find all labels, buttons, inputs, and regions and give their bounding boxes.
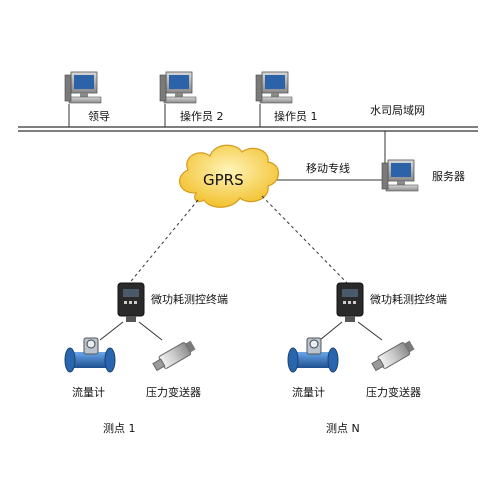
client-label-operator2: 操作员 2 [180, 110, 224, 123]
pc-operator1-icon [255, 71, 293, 104]
transmitter-label-n: 压力变送器 [366, 386, 421, 399]
terminal-device-n [336, 282, 364, 322]
flowmeter-label-n: 流量计 [292, 386, 325, 399]
flowmeter-icon-1 [64, 337, 116, 373]
site-label-n: 测点 N [326, 422, 360, 435]
gprs-cloud [179, 144, 280, 208]
server-icon [381, 159, 419, 192]
transmitter-label-1: 压力变送器 [146, 386, 201, 399]
link-label: 移动专线 [306, 162, 350, 175]
pc-operator2-icon [159, 71, 197, 104]
lan-bus [18, 126, 478, 132]
wireless-links [126, 195, 351, 287]
client-label-operator1: 操作员 1 [274, 110, 318, 123]
lan-label: 水司局域网 [370, 104, 425, 117]
gprs-label: GPRS [203, 171, 244, 189]
client-links [68, 104, 261, 127]
site-label-1: 测点 1 [103, 422, 136, 435]
pressure-transmitter-icon-1 [152, 340, 196, 372]
pc-leader-icon [64, 71, 102, 104]
sensor-links [99, 321, 383, 341]
flowmeter-icon-n [287, 337, 339, 373]
pressure-transmitter-icon-n [371, 340, 415, 372]
terminal-label-n: 微功耗测控终端 [370, 293, 447, 306]
client-label-leader: 领导 [88, 110, 110, 123]
terminal-label-1: 微功耗测控终端 [151, 293, 228, 306]
terminal-device-1 [117, 282, 145, 322]
server-label: 服务器 [432, 170, 465, 183]
flowmeter-label-1: 流量计 [72, 386, 105, 399]
